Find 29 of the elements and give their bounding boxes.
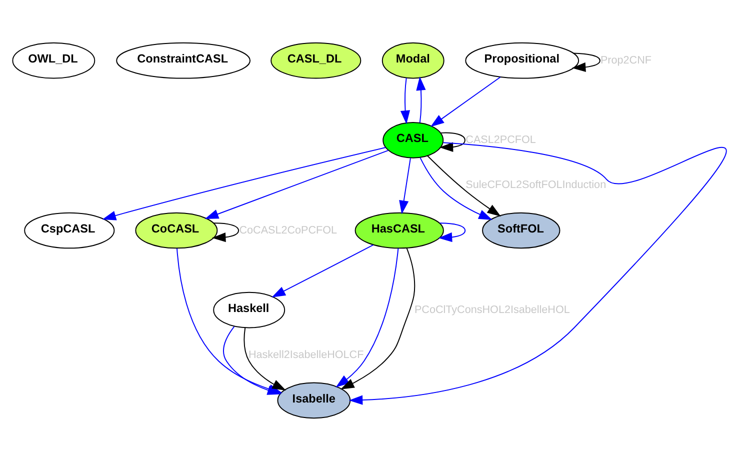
- arrow: [399, 157, 411, 214]
- node-ellipse: SoftFOL: [482, 212, 560, 248]
- arrow: [439, 132, 466, 152]
- node-ellipse: OWL_DL: [12, 42, 96, 78]
- arrow: [400, 77, 410, 124]
- arrow: [340, 247, 416, 389]
- arrow: [272, 244, 374, 297]
- arrow: [336, 247, 399, 387]
- node-ellipse: CspCASL: [24, 212, 115, 248]
- arrow: [572, 52, 600, 72]
- arrow: [416, 76, 426, 123]
- arrow: [430, 76, 501, 126]
- node-ellipse: Modal: [382, 42, 444, 78]
- arrow: [420, 156, 492, 220]
- node-ellipse: HasCASL: [354, 212, 444, 248]
- node-ellipse: CASL_DL: [270, 42, 362, 78]
- node-ellipse: CoCASL: [135, 212, 218, 248]
- arrow: [426, 154, 501, 216]
- arrow: [102, 146, 386, 220]
- node-ellipse: Propositional: [465, 42, 580, 78]
- node-ellipse: ConstraintCASL: [116, 42, 251, 78]
- arrow: [204, 149, 389, 218]
- node-ellipse: Haskell: [213, 291, 286, 328]
- node-ellipse: Isabelle: [277, 382, 351, 418]
- arrow: [438, 222, 466, 242]
- arrow: [348, 142, 726, 404]
- arrow: [244, 326, 286, 390]
- arrow: [212, 222, 240, 242]
- node-ellipse: CASL: [382, 121, 444, 158]
